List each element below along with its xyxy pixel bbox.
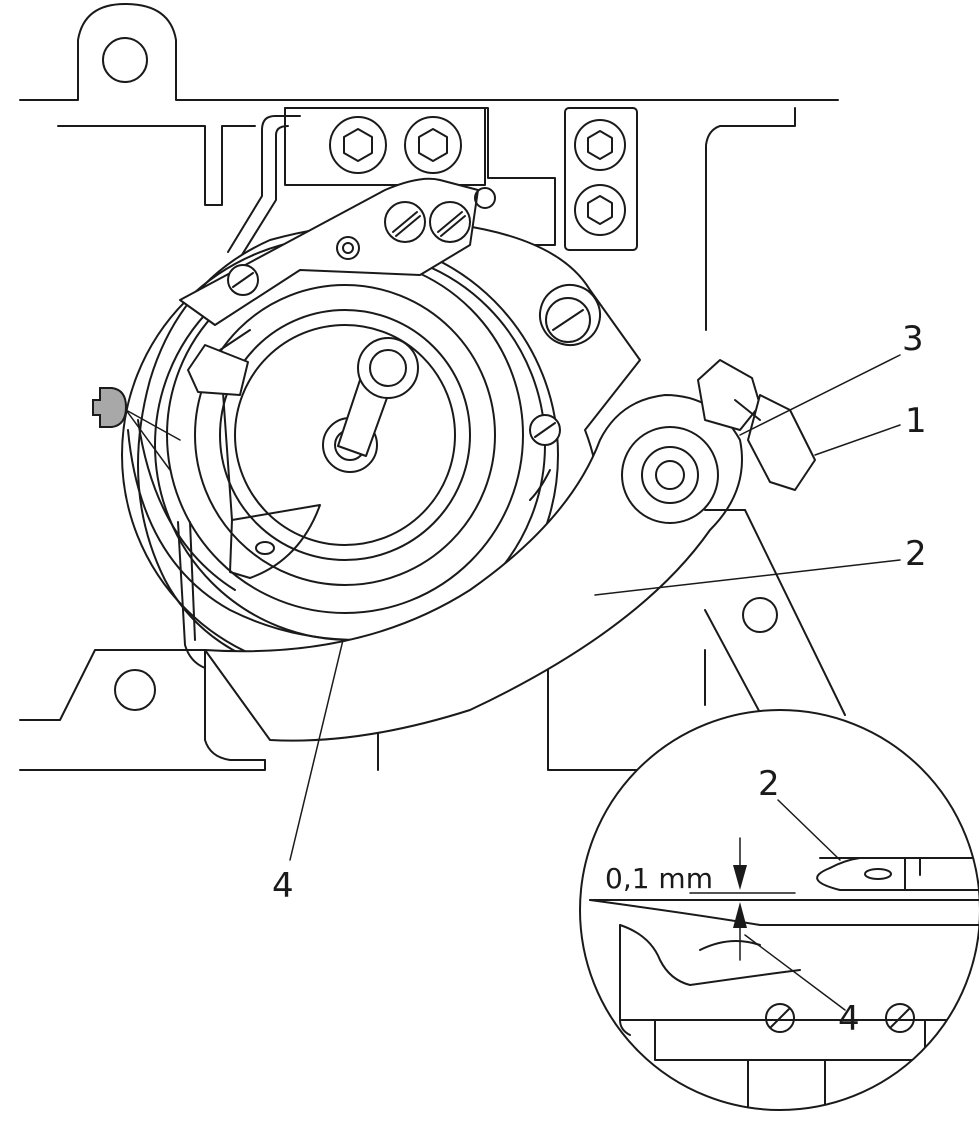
clearance-dimension (689, 837, 796, 961)
slotted-screw-3 (227, 264, 259, 296)
callout-3: 3 (902, 319, 924, 359)
detail-screw-2 (885, 1003, 915, 1033)
hex-screw-1 (329, 116, 387, 174)
slotted-screw-5 (539, 284, 601, 346)
hex-screw-4 (574, 184, 626, 236)
gauge-block (92, 387, 128, 428)
machine-frame (19, 3, 839, 771)
hex-screw-3 (574, 119, 626, 171)
eccentric-hub (621, 426, 719, 524)
thread-wire (177, 521, 206, 669)
detail-callout-4: 4 (838, 999, 860, 1039)
adjusting-screw (697, 359, 816, 491)
detail-view (579, 709, 979, 1111)
slotted-screw-4 (529, 414, 561, 446)
callout-1: 1 (905, 401, 927, 441)
clearance-label: 0,1 mm (605, 862, 713, 895)
hex-screw-2 (404, 116, 462, 174)
upper-bracket (284, 107, 638, 251)
leader-lines (289, 354, 901, 861)
callout-2: 2 (905, 534, 927, 574)
detail-screw-1 (765, 1003, 795, 1033)
callout-4: 4 (272, 866, 294, 906)
detail-callout-2: 2 (758, 764, 780, 804)
slotted-screw-2 (429, 201, 471, 243)
thread-guide-wire (227, 115, 301, 253)
slotted-screw-1 (384, 201, 426, 243)
